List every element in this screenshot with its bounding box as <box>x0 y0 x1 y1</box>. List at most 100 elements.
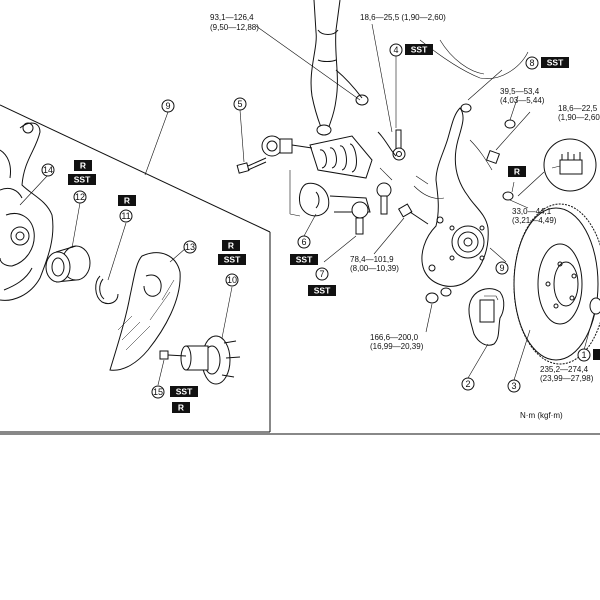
callout-number: 3 <box>511 381 516 391</box>
torque-t6-nm: 78,4—101,9 <box>350 255 394 264</box>
torque-t1-nm: 93,1—126,4 <box>210 13 254 22</box>
tag-label: SST <box>314 286 331 296</box>
tag-label: SST <box>547 58 564 68</box>
callout-number: 1 <box>581 350 586 360</box>
torque-t3-kgf: (4,03—5,44) <box>500 96 545 105</box>
callout-7: 7 <box>315 267 329 281</box>
dust-shield <box>109 247 187 371</box>
tag-label: R <box>514 167 520 177</box>
callout-number: 5 <box>237 99 242 109</box>
callout-6: 6 <box>297 235 311 249</box>
callout-4: 4 <box>389 43 403 57</box>
tag-sst: SST <box>68 174 96 185</box>
callout-12: 12 <box>73 190 87 204</box>
tag-label: SST <box>224 255 241 265</box>
tag-label: R <box>124 196 130 206</box>
wheel-bearing <box>45 202 91 283</box>
leader-t7 <box>425 303 433 333</box>
callout-1: 1 <box>577 348 591 362</box>
callout-number: 11 <box>121 211 130 221</box>
leader-14 <box>19 174 49 206</box>
driveshaft-boot <box>261 135 393 263</box>
callout-number: 7 <box>319 269 324 279</box>
torque-t8-kgf: (23,99—27,98) <box>540 374 594 383</box>
callout-number: 13 <box>185 242 195 252</box>
callout-number: 10 <box>227 275 237 285</box>
callout-number: 2 <box>465 379 470 389</box>
knuckle-bolt <box>373 203 429 255</box>
hub-nut <box>583 297 600 351</box>
callout-number: 6 <box>301 237 306 247</box>
callout-number: 4 <box>393 45 398 55</box>
callout-10: 10 <box>225 273 239 287</box>
torque-t3-nm: 39,5—53,4 <box>500 87 540 96</box>
callout-number: 15 <box>153 387 163 397</box>
wheel-hub <box>180 286 241 385</box>
callout-3: 3 <box>507 379 521 393</box>
tie-rod-end <box>371 23 406 161</box>
inset-border-top <box>0 104 271 233</box>
leader-t2 <box>371 23 393 133</box>
leader-9-main <box>489 247 507 263</box>
torque-t4-nm: 18,6—22,5 <box>558 104 598 113</box>
tag-r: R <box>172 402 190 413</box>
tag-r <box>593 349 600 360</box>
tag-label: R <box>228 241 234 251</box>
bolt-5 <box>236 109 267 174</box>
leader-13 <box>169 247 187 263</box>
tag-sst: SST <box>541 57 569 68</box>
detail-circle <box>543 138 597 192</box>
leader-10 <box>221 286 233 339</box>
tag-sst: SST <box>308 285 336 296</box>
callout-15: 15 <box>151 385 165 399</box>
torque-t6-kgf: (8,00—10,39) <box>350 264 399 273</box>
main-knuckle <box>413 107 489 287</box>
leader-2 <box>467 343 489 379</box>
lower-nut <box>425 287 452 333</box>
callout-number: 9 <box>165 101 170 111</box>
leader-1 <box>583 313 595 351</box>
callout-number: 9 <box>499 263 504 273</box>
leader-6 <box>303 213 317 237</box>
units-label: N·m (kgf·m) <box>520 411 563 420</box>
callout-8: 8 <box>525 56 539 70</box>
tag-sst: SST <box>218 254 246 265</box>
callout-13: 13 <box>183 240 197 254</box>
leader-5 <box>239 109 245 163</box>
leader-11 <box>107 222 127 281</box>
caliper <box>467 288 505 379</box>
torque-t7-nm: 166,6—200,0 <box>370 333 419 342</box>
abs-sensor <box>469 111 545 201</box>
callout-9-inset: 9 <box>161 99 175 113</box>
tag-sst: SST <box>290 254 318 265</box>
leader-r-tag <box>511 181 515 193</box>
torque-t5-kgf: (3,21—4,49) <box>512 216 557 225</box>
strut-upper-arm <box>310 0 369 136</box>
callout-5: 5 <box>233 97 247 111</box>
callout-number: 8 <box>529 58 534 68</box>
leader-9-inset <box>144 111 169 176</box>
leader-t6 <box>373 217 405 255</box>
tag-label: SST <box>74 175 91 185</box>
leader-12 <box>71 202 81 249</box>
leader-t4 <box>495 111 531 151</box>
leader-8 <box>467 69 503 101</box>
tag-r: R <box>74 160 92 171</box>
tag-r: R <box>222 240 240 251</box>
leader-3 <box>513 329 531 381</box>
tag-sst: SST <box>170 386 198 397</box>
callout-2: 2 <box>461 377 475 391</box>
tag-label: R <box>178 403 184 413</box>
tag-label: SST <box>176 387 193 397</box>
leader-7 <box>323 235 357 263</box>
tag-label: SST <box>296 255 313 265</box>
tag-sst: SST <box>405 44 433 55</box>
leader-t5 <box>509 199 529 209</box>
torque-t4-kgf: (1,90—2,60) <box>558 113 600 122</box>
snap-ring <box>95 222 127 305</box>
brake-disc <box>513 203 600 381</box>
leader-t3 <box>509 95 519 121</box>
callout-number: 14 <box>43 165 53 175</box>
leader-15 <box>157 359 165 386</box>
